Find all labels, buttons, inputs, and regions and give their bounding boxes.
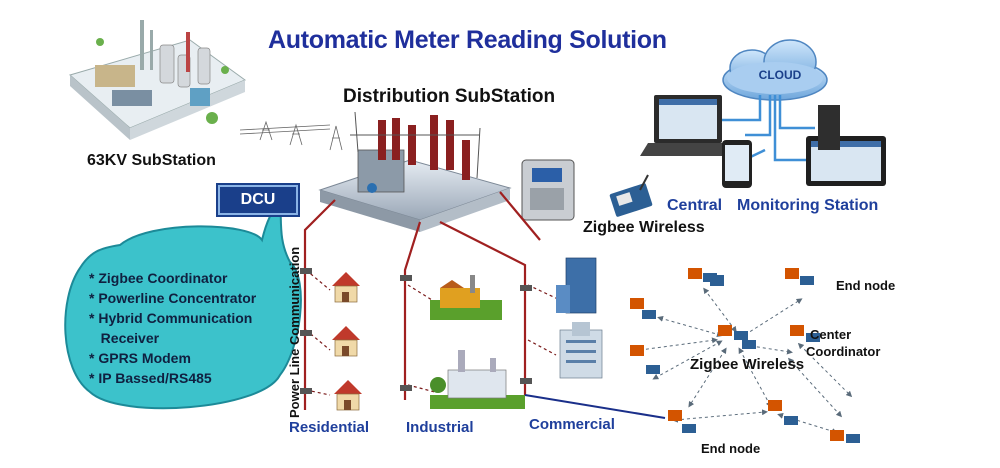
- center-label: Center: [810, 327, 852, 342]
- substation-63kv-illustration: [68, 20, 247, 140]
- zigbee-mesh-links: [637, 287, 853, 434]
- zigbee-wireless-mesh-label: Zigbee Wireless: [690, 356, 805, 373]
- end-node-label-bottom: End node: [701, 441, 761, 456]
- utility-poles: [300, 268, 532, 394]
- central-label: Central: [667, 197, 723, 214]
- dcu-badge: DCU: [218, 185, 298, 215]
- zigbee-node: [668, 410, 696, 433]
- zigbee-node: [630, 298, 656, 319]
- dcu-feature-item: * Zigbee Coordinator: [89, 270, 228, 286]
- coordinator-label: Coordinator: [806, 344, 881, 359]
- zigbee-node: [768, 400, 798, 425]
- commercial-buildings: [556, 257, 603, 379]
- dcu-feature-bubble: [64, 196, 302, 410]
- commercial-link-line: [524, 394, 666, 419]
- zigbee-node: [718, 325, 748, 340]
- dcu-feature-item: * Hybrid Communication: [89, 310, 253, 326]
- dcu-feature-item: * GPRS Modem: [89, 350, 191, 366]
- monitoring-station-label: Monitoring Station: [737, 197, 879, 214]
- diagram-title: Automatic Meter Reading Solution: [268, 26, 667, 54]
- dcu-feature-item: Receiver: [89, 330, 160, 346]
- industrial-label: Industrial: [406, 419, 474, 436]
- cloud-illustration: [722, 39, 828, 101]
- smart-meter-illustration: [521, 159, 575, 221]
- distribution-substation-label: Distribution SubStation: [343, 86, 556, 107]
- zigbee-node: [790, 325, 820, 342]
- dcu-feature-list: * Zigbee Coordinator * Powerline Concent…: [89, 268, 256, 388]
- zigbee-node: [785, 268, 814, 285]
- zigbee-nodes: [630, 268, 860, 443]
- power-line-communication-label: Power Line Communication: [287, 246, 302, 418]
- zigbee-node: [742, 340, 756, 349]
- zigbee-node: [710, 275, 724, 286]
- zigbee-wireless-meter-label: Zigbee Wireless: [583, 219, 705, 236]
- residential-houses: [332, 272, 362, 411]
- residential-label: Residential: [289, 419, 370, 436]
- distribution-substation-illustration: [318, 111, 512, 232]
- monitoring-devices: [640, 95, 886, 188]
- industrial-factories: [430, 275, 525, 409]
- commercial-label: Commercial: [529, 416, 615, 433]
- dcu-feature-item: * IP Bassed/RS485: [89, 370, 212, 386]
- power-line-wires: [303, 191, 541, 410]
- end-node-label-top: End node: [836, 278, 896, 293]
- zigbee-node: [630, 345, 660, 374]
- dcu-feature-item: * Powerline Concentrator: [89, 290, 257, 306]
- transmission-lines: [239, 120, 343, 151]
- cloud-label: CLOUD: [759, 68, 802, 82]
- zigbee-node: [830, 430, 860, 443]
- zigbee-module-illustration: [609, 174, 653, 217]
- substation-63kv-label: 63KV SubStation: [87, 152, 216, 169]
